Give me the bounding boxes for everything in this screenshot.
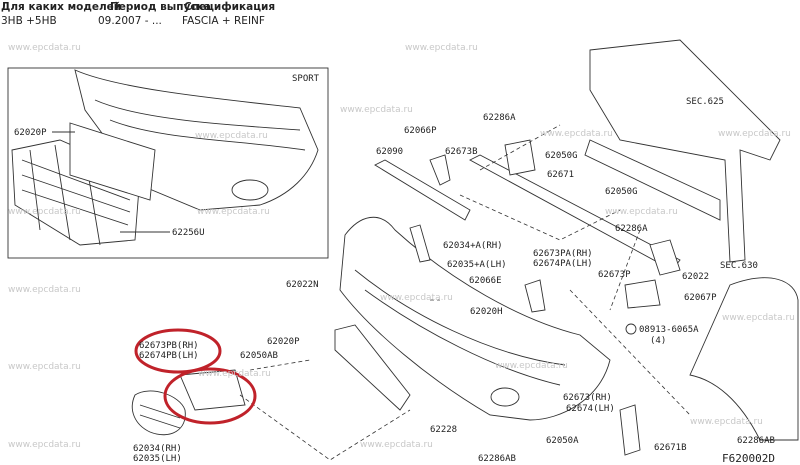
- part-label[interactable]: 62286A: [615, 224, 648, 234]
- part-label[interactable]: 62286AB: [478, 454, 516, 464]
- part-labels: SPORT 62020P 62256U 62066P 62286A 62090 …: [14, 74, 775, 465]
- watermark: www.epcdata.ru: [380, 293, 453, 303]
- part-label[interactable]: 62050G: [605, 187, 638, 197]
- part-label[interactable]: 62034(RH): [133, 444, 182, 454]
- part-label[interactable]: 62067P: [684, 293, 717, 303]
- part-label[interactable]: 62090: [376, 147, 403, 157]
- part-label[interactable]: 62671B: [654, 443, 687, 453]
- part-label[interactable]: 62020H: [470, 307, 503, 317]
- part-label[interactable]: 08913-6065A: [639, 325, 699, 335]
- highlight-label-circle: [134, 328, 222, 374]
- watermark: www.epcdata.ru: [690, 417, 763, 427]
- watermark: www.epcdata.ru: [8, 440, 81, 450]
- watermarks: www.epcdata.ru www.epcdata.ru www.epcdat…: [8, 43, 795, 450]
- section-ref-label[interactable]: SEC.630: [720, 261, 758, 271]
- highlight-part-circle: [163, 367, 257, 425]
- value-spec: FASCIA + REINF: [182, 15, 265, 27]
- part-label[interactable]: 62022: [682, 272, 709, 282]
- part-label[interactable]: 62020P: [267, 337, 300, 347]
- watermark: www.epcdata.ru: [360, 440, 433, 450]
- part-label[interactable]: 62286A: [483, 113, 516, 123]
- bumper-fascia: [131, 216, 691, 461]
- watermark: www.epcdata.ru: [197, 207, 270, 217]
- watermark: www.epcdata.ru: [540, 129, 613, 139]
- part-label[interactable]: 62022N: [286, 280, 319, 290]
- part-label[interactable]: 62066P: [404, 126, 437, 136]
- part-label[interactable]: 62673PA(RH): [533, 249, 593, 259]
- column-period: Период выпуска: [110, 1, 211, 13]
- value-models: 3HB +5HB: [1, 15, 57, 27]
- section-ref-label[interactable]: SEC.625: [686, 97, 724, 107]
- part-label[interactable]: 62674PA(LH): [533, 259, 593, 269]
- part-label[interactable]: 62674(LH): [566, 404, 615, 414]
- watermark: www.epcdata.ru: [405, 43, 478, 53]
- watermark: www.epcdata.ru: [198, 369, 271, 379]
- part-label[interactable]: 62050G: [545, 151, 578, 161]
- part-label[interactable]: 62066E: [469, 276, 502, 286]
- part-label[interactable]: 62035(LH): [133, 454, 182, 464]
- sport-label: SPORT: [292, 74, 320, 84]
- part-label[interactable]: 62228: [430, 425, 457, 435]
- sport-inset: [7, 67, 329, 259]
- part-label[interactable]: 62671: [547, 170, 574, 180]
- watermark: www.epcdata.ru: [8, 43, 81, 53]
- part-label[interactable]: 62034+A(RH): [443, 241, 503, 251]
- column-models: Для каких моделей: [1, 1, 122, 13]
- reinforcement-assembly: [374, 39, 799, 441]
- figure-code: F620002D: [722, 452, 775, 465]
- watermark: www.epcdata.ru: [8, 207, 81, 217]
- quantity-label: (4): [650, 336, 666, 346]
- part-label-highlighted[interactable]: 62673PB(RH): [139, 341, 199, 351]
- part-label[interactable]: 62020P: [14, 128, 47, 138]
- watermark: www.epcdata.ru: [605, 207, 678, 217]
- watermark: www.epcdata.ru: [718, 129, 791, 139]
- part-label[interactable]: 62035+A(LH): [447, 260, 507, 270]
- part-label[interactable]: 62050A: [546, 436, 579, 446]
- part-label[interactable]: 62673(RH): [563, 393, 612, 403]
- value-period: 09.2007 - ...: [98, 15, 162, 27]
- watermark: www.epcdata.ru: [8, 362, 81, 372]
- watermark: www.epcdata.ru: [722, 313, 795, 323]
- part-label[interactable]: 62673B: [445, 147, 478, 157]
- part-label-highlighted[interactable]: 62674PB(LH): [139, 351, 199, 361]
- column-spec: Спецификация: [184, 1, 276, 13]
- watermark: www.epcdata.ru: [340, 105, 413, 115]
- part-label[interactable]: 62256U: [172, 228, 205, 238]
- part-label[interactable]: 62286AB: [737, 436, 775, 446]
- watermark: www.epcdata.ru: [195, 131, 268, 141]
- part-label[interactable]: 62050AB: [240, 351, 278, 361]
- n-marker-icon: [625, 323, 637, 335]
- part-label[interactable]: 62673P: [598, 270, 631, 280]
- watermark: www.epcdata.ru: [495, 361, 568, 371]
- watermark: www.epcdata.ru: [8, 285, 81, 295]
